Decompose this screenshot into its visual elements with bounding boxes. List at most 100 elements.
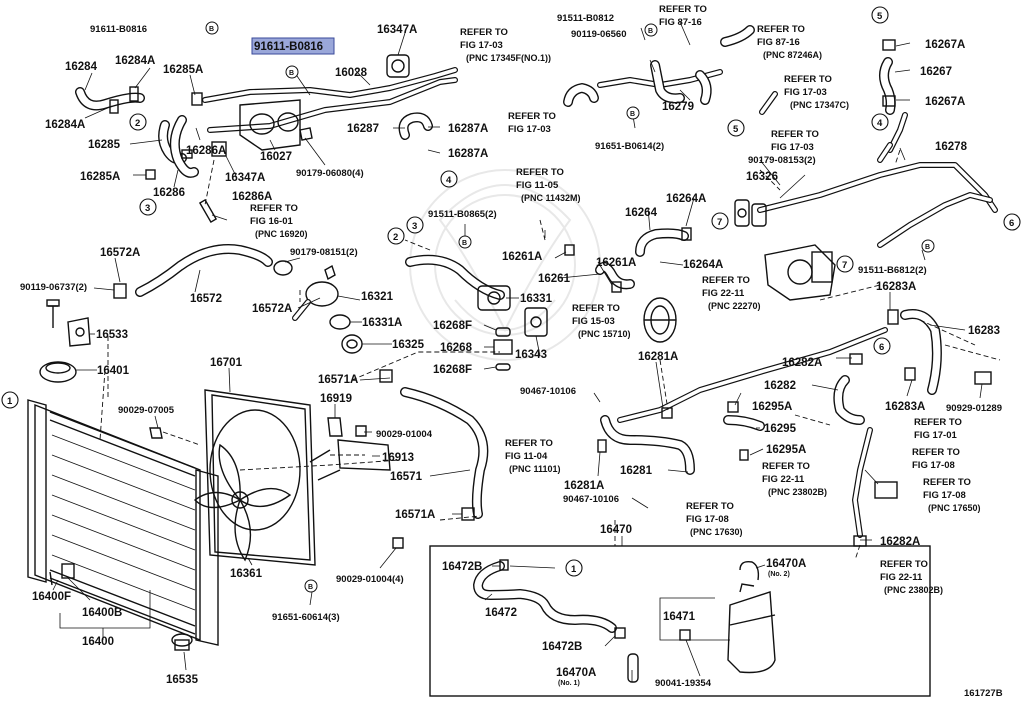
- label-16571A[interactable]: 16571A: [318, 374, 358, 386]
- label-16268F[interactable]: 16268F: [433, 320, 472, 332]
- heater-pipe-16281[interactable]: [597, 327, 888, 475]
- label-16282[interactable]: 16282: [764, 380, 796, 392]
- refer-note-17[interactable]: REFER TO FIG 22-11 (PNC 23802B): [880, 559, 943, 595]
- fan-motor-16913[interactable]: [309, 439, 391, 481]
- label-16284[interactable]: 16284: [65, 61, 98, 73]
- label-16572A-b[interactable]: 16572A: [252, 303, 292, 315]
- label-16701[interactable]: 16701: [210, 357, 243, 369]
- label-16283A-b[interactable]: 16283A: [885, 401, 925, 413]
- radiator-16400[interactable]: [27, 399, 219, 646]
- bolt-90029-01004[interactable]: [355, 425, 404, 549]
- hose-16286[interactable]: [169, 115, 199, 178]
- hose-16287[interactable]: [398, 112, 433, 140]
- label-16295A[interactable]: 16295A: [752, 401, 792, 413]
- refer-note-12[interactable]: REFER TO FIG 17-01: [914, 417, 962, 441]
- refer-note-11[interactable]: REFER TO FIG 11-04 (PNC 11101): [505, 438, 561, 474]
- bracket-16919[interactable]: [327, 417, 343, 437]
- clamp-16472B[interactable]: [499, 559, 626, 639]
- refer-note-4[interactable]: REFER TO FIG 87-16: [659, 4, 707, 28]
- water-inlet-16331[interactable]: [405, 254, 511, 311]
- label-16268[interactable]: 16268: [440, 342, 473, 354]
- label-16326[interactable]: 16326: [746, 171, 778, 183]
- label-16261[interactable]: 16261: [538, 273, 571, 285]
- label-16281A[interactable]: 16281A: [638, 351, 678, 363]
- label-91511-B0865[interactable]: 91511-B0865(2): [428, 209, 497, 220]
- hose-16572[interactable]: [113, 244, 293, 299]
- refer-note-1[interactable]: REFER TO FIG 17-03 (PNC 17345F(NO.1)): [460, 27, 551, 63]
- hose-16472[interactable]: [473, 561, 617, 633]
- pipe-16028[interactable]: [202, 67, 458, 133]
- hose-16267[interactable]: [879, 39, 896, 115]
- label-90929-01289[interactable]: 90929-01289: [946, 403, 1002, 414]
- clip-90929-01289[interactable]: [974, 371, 992, 385]
- label-16913[interactable]: 16913: [382, 452, 414, 464]
- refer-note-8[interactable]: REFER TO FIG 11-05 (PNC 11432M): [516, 167, 581, 203]
- label-16470[interactable]: 16470: [600, 524, 632, 536]
- label-16264A[interactable]: 16264A: [666, 193, 706, 205]
- label-16268F-b[interactable]: 16268F: [433, 364, 472, 376]
- label-90119-06560[interactable]: 90119-06560: [571, 29, 626, 40]
- highlighted-part-number[interactable]: 91611-B0816: [254, 41, 323, 53]
- gasket-16331A[interactable]: [329, 314, 351, 330]
- refer-note-14[interactable]: REFER TO FIG 22-11 (PNC 23802B): [762, 461, 827, 497]
- thermostat-housing-16321[interactable]: [292, 264, 339, 321]
- label-90029-07005[interactable]: 90029-07005: [118, 405, 175, 416]
- label-16283A[interactable]: 16283A: [876, 281, 916, 293]
- label-16287A[interactable]: 16287A: [448, 123, 488, 135]
- label-16261A-b[interactable]: 16261A: [596, 257, 636, 269]
- bolt-90029-07005[interactable]: [149, 427, 163, 439]
- hose-16283[interactable]: [887, 309, 942, 395]
- label-16919[interactable]: 16919: [320, 393, 352, 405]
- clamp-16285A[interactable]: [145, 92, 203, 180]
- grommet-16286A[interactable]: [181, 149, 218, 223]
- bracket-16533[interactable]: [67, 317, 91, 347]
- refer-note-16[interactable]: REFER TO FIG 17-08 (PNC 17630): [686, 501, 743, 537]
- hose-16282[interactable]: [833, 353, 873, 547]
- label-16285A[interactable]: 16285A: [163, 64, 203, 76]
- label-16281A-b[interactable]: 16281A: [564, 480, 604, 492]
- fan-shroud-16701[interactable]: [204, 389, 316, 566]
- label-16281[interactable]: 16281: [620, 465, 653, 477]
- hose-16261[interactable]: [564, 244, 635, 293]
- label-91651-B0614[interactable]: 91651-B0614(2): [595, 141, 664, 152]
- label-16284A-b[interactable]: 16284A: [45, 119, 85, 131]
- label-16295A-b[interactable]: 16295A: [766, 444, 806, 456]
- refer-note-15[interactable]: REFER TO FIG 17-08 (PNC 17650): [923, 477, 981, 513]
- label-16282A-b[interactable]: 16282A: [880, 536, 920, 548]
- label-91611-B0816[interactable]: 91611-B0816: [90, 24, 147, 35]
- label-90179-08151[interactable]: 90179-08151(2): [290, 247, 358, 258]
- label-90467-10106[interactable]: 90467-10106: [520, 386, 576, 397]
- label-16361[interactable]: 16361: [230, 568, 263, 580]
- label-16286[interactable]: 16286: [153, 187, 185, 199]
- label-16331[interactable]: 16331: [520, 293, 553, 305]
- hose-16295[interactable]: [723, 401, 765, 461]
- refer-note-9[interactable]: REFER TO FIG 22-11 (PNC 22270): [702, 275, 761, 311]
- label-16472B[interactable]: 16472B: [442, 561, 482, 573]
- label-16286A[interactable]: 16286A: [186, 145, 226, 157]
- label-16267[interactable]: 16267: [920, 66, 952, 78]
- label-16347A-b[interactable]: 16347A: [225, 172, 265, 184]
- label-16470A-b[interactable]: 16470A: [556, 667, 596, 679]
- label-16267A-b[interactable]: 16267A: [925, 96, 965, 108]
- label-16279[interactable]: 16279: [662, 101, 694, 113]
- label-16472B-b[interactable]: 16472B: [542, 641, 582, 653]
- label-16283[interactable]: 16283: [968, 325, 1000, 337]
- hose-16571[interactable]: [379, 369, 489, 521]
- label-90179-08153[interactable]: 90179-08153(2): [748, 155, 816, 166]
- water-outlet-16027[interactable]: [239, 99, 301, 151]
- thermostat-16325[interactable]: [341, 334, 363, 354]
- label-16278[interactable]: 16278: [935, 141, 968, 153]
- label-16343[interactable]: 16343: [515, 349, 547, 361]
- refer-note-7[interactable]: REFER TO FIG 17-03: [771, 129, 819, 153]
- refer-note-13[interactable]: REFER TO FIG 17-08: [912, 447, 960, 471]
- label-16572A[interactable]: 16572A: [100, 247, 140, 259]
- label-90029-01004-b[interactable]: 90029-01004(4): [336, 574, 404, 585]
- label-90029-01004[interactable]: 90029-01004: [376, 429, 433, 440]
- label-16470A[interactable]: 16470A: [766, 558, 806, 570]
- label-90041-19354[interactable]: 90041-19354: [655, 678, 712, 689]
- label-16264A-b[interactable]: 16264A: [683, 259, 723, 271]
- bolt-90119-06737[interactable]: [46, 299, 60, 328]
- label-16471[interactable]: 16471: [663, 611, 696, 623]
- label-90179-06080[interactable]: 90179-06080(4): [296, 168, 364, 179]
- label-91511-B0812[interactable]: 91511-B0812: [557, 13, 614, 24]
